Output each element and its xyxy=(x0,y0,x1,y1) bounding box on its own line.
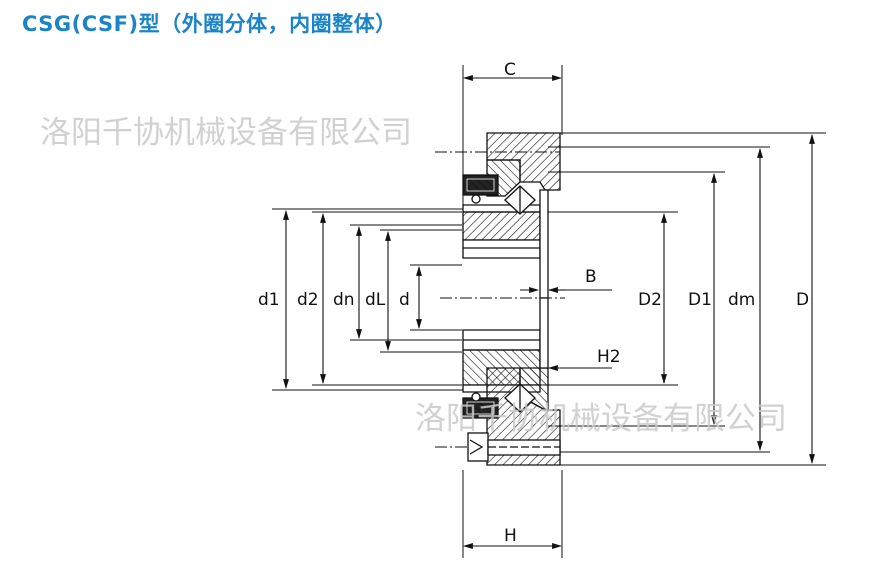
label-d1: d1 xyxy=(258,290,280,310)
watermark-bottom: 洛阳千协机械设备有限公司 xyxy=(415,401,787,437)
watermark-top: 洛阳千协机械设备有限公司 xyxy=(40,115,412,151)
label-d: d xyxy=(399,290,410,310)
dimension-labels: C H B H2 d1 d2 dn dL d D2 D1 dm D xyxy=(258,60,809,546)
page-title: CSG(CSF)型（外圈分体，内圈整体） xyxy=(22,12,397,36)
label-d2: d2 xyxy=(297,290,319,310)
label-D1: D1 xyxy=(688,290,712,310)
dimension-lines xyxy=(283,75,815,549)
extension-lines xyxy=(272,65,826,558)
bearing-section-upper xyxy=(462,132,561,299)
label-dn: dn xyxy=(333,290,355,310)
label-B: B xyxy=(585,267,597,287)
label-dL: dL xyxy=(365,290,386,310)
label-H2: H2 xyxy=(597,347,621,367)
bearing-section-lower xyxy=(462,297,561,466)
label-H: H xyxy=(504,526,517,546)
label-C: C xyxy=(504,60,516,80)
label-D2: D2 xyxy=(638,290,662,310)
label-D: D xyxy=(796,290,809,310)
label-dm: dm xyxy=(728,290,755,310)
